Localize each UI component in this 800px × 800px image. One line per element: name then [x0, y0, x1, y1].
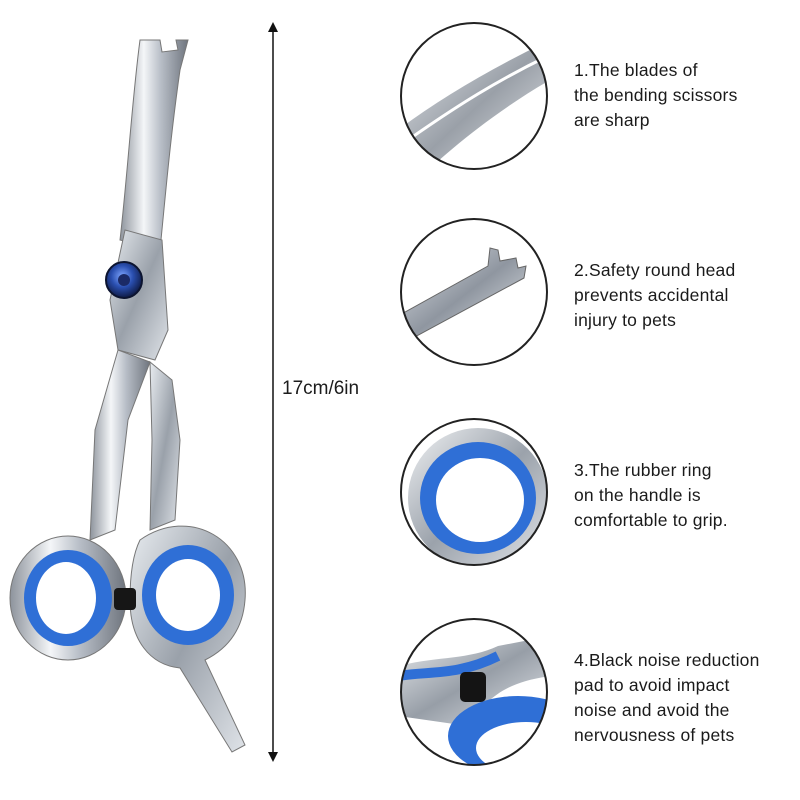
feature-3: 3.The rubber ring on the handle is comfo…: [398, 416, 798, 576]
dimension-arrow: [268, 22, 278, 762]
feature-1-caption: 1.The blades of the bending scissors are…: [574, 60, 738, 130]
feature-1: 1.The blades of the bending scissors are…: [398, 20, 798, 180]
noise-pad: [114, 588, 136, 610]
feature-4: 4.Black noise reduction pad to avoid imp…: [398, 616, 798, 776]
shank-right: [149, 360, 181, 531]
feature-3-caption: 3.The rubber ring on the handle is comfo…: [574, 460, 728, 530]
feature-2-caption: 2.Safety round head prevents accidental …: [574, 260, 736, 330]
scissors-illustration: [9, 39, 246, 753]
feature-2-closeup: [400, 218, 548, 366]
shank-left: [89, 349, 151, 541]
blade-upper: [119, 39, 189, 251]
feature-4-closeup: [400, 618, 548, 766]
feature-2: 2.Safety round head prevents accidental …: [398, 216, 798, 376]
dimension-label: 17cm/6in: [282, 378, 360, 399]
feature-4-caption: 4.Black noise reduction pad to avoid imp…: [574, 650, 760, 745]
feature-3-closeup: [400, 418, 548, 566]
feature-1-closeup: [400, 22, 548, 170]
